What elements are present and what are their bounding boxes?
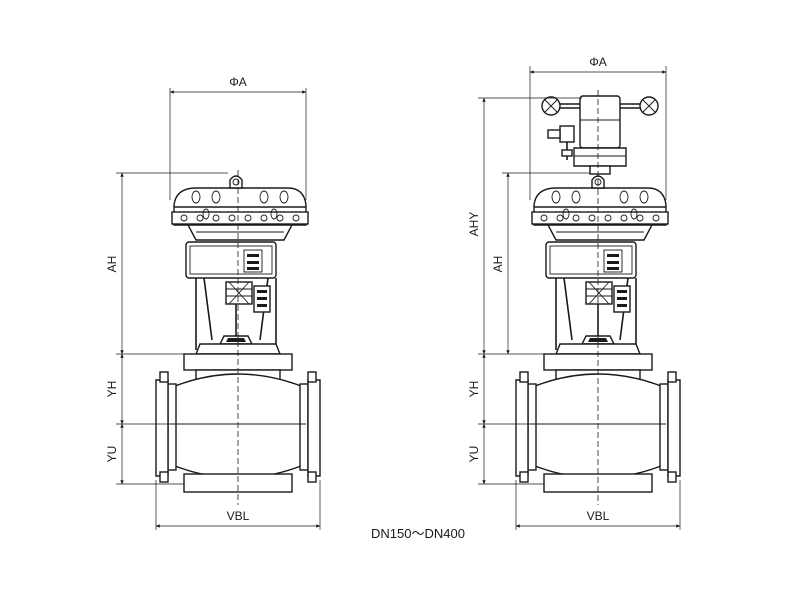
right-yoke: [545, 241, 642, 355]
right-dim-vbl: VBL: [587, 509, 610, 523]
left-actuator: [171, 175, 309, 241]
left-valve: [155, 170, 321, 505]
right-actuator: [531, 175, 669, 241]
right-handwheel: [541, 95, 659, 175]
left-yoke: [185, 241, 282, 355]
left-dim-yu: YU: [105, 446, 119, 463]
left-dim-vbl: VBL: [227, 509, 250, 523]
right-dim-phi-a: ΦA: [589, 55, 607, 69]
right-dim-ah: AH: [491, 256, 505, 273]
left-body: [155, 353, 321, 493]
right-dim-ahy: AHY: [467, 212, 481, 237]
left-dimensions: ΦA AH YH YU VBL: [105, 75, 321, 530]
left-dim-phi-a: ΦA: [229, 75, 247, 89]
left-dim-ah: AH: [105, 256, 119, 273]
right-valve: [515, 90, 681, 505]
right-dimensions: ΦA AHY AH YH YU VBL: [467, 55, 681, 530]
right-dim-yu: YU: [467, 446, 481, 463]
size-range-caption: DN150～DN400: [371, 526, 465, 541]
left-dim-yh: YH: [105, 381, 119, 398]
right-dim-yh: YH: [467, 381, 481, 398]
